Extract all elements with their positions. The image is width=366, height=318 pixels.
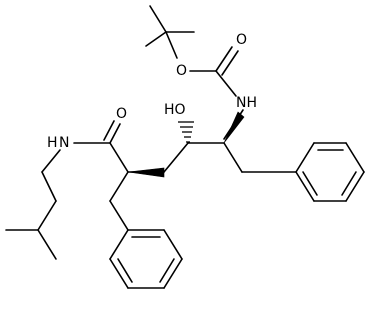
bond-chain-2 — [37, 200, 57, 231]
bond-c5-ch2 — [223, 142, 243, 173]
bond-amide-co-2 — [103, 120, 115, 141]
atom-h-amide: H — [47, 135, 58, 151]
atom-o-boc-carbonyl: O — [236, 32, 247, 48]
phenyl-ring-right — [295, 142, 365, 202]
bond-boc-co-1 — [215, 46, 233, 72]
atom-o-amide: O — [116, 106, 127, 122]
wedge-c5-nh — [223, 111, 245, 144]
bond-c4-c3 — [163, 142, 189, 173]
bond-c2-amidec — [109, 142, 129, 173]
atom-o-boc-ester: O — [176, 63, 187, 79]
phenyl-ring-bottom — [109, 229, 183, 289]
bond-amide-co-1 — [109, 123, 121, 144]
bond-chain-1 — [41, 171, 57, 202]
atom-nh-carbamate: NH — [236, 95, 257, 111]
bond-ch2b-ph2 — [109, 200, 129, 231]
bond-boc-co-2 — [221, 50, 239, 76]
atom-n-amide: N — [59, 135, 69, 151]
bond-tbu-o — [165, 31, 178, 59]
bond-tbu-c1 — [149, 5, 167, 33]
wedge-c2-c3 — [127, 167, 165, 178]
hash-c4-oh — [178, 121, 194, 143]
bond-tbu-c2 — [145, 31, 167, 47]
bond-c-nh — [215, 70, 237, 97]
bond-c2-ch2b — [109, 171, 129, 202]
bond-chain-4 — [37, 229, 57, 260]
bond-n-c1 — [41, 149, 61, 173]
atom-ho-hydroxyl: HO — [164, 102, 186, 118]
